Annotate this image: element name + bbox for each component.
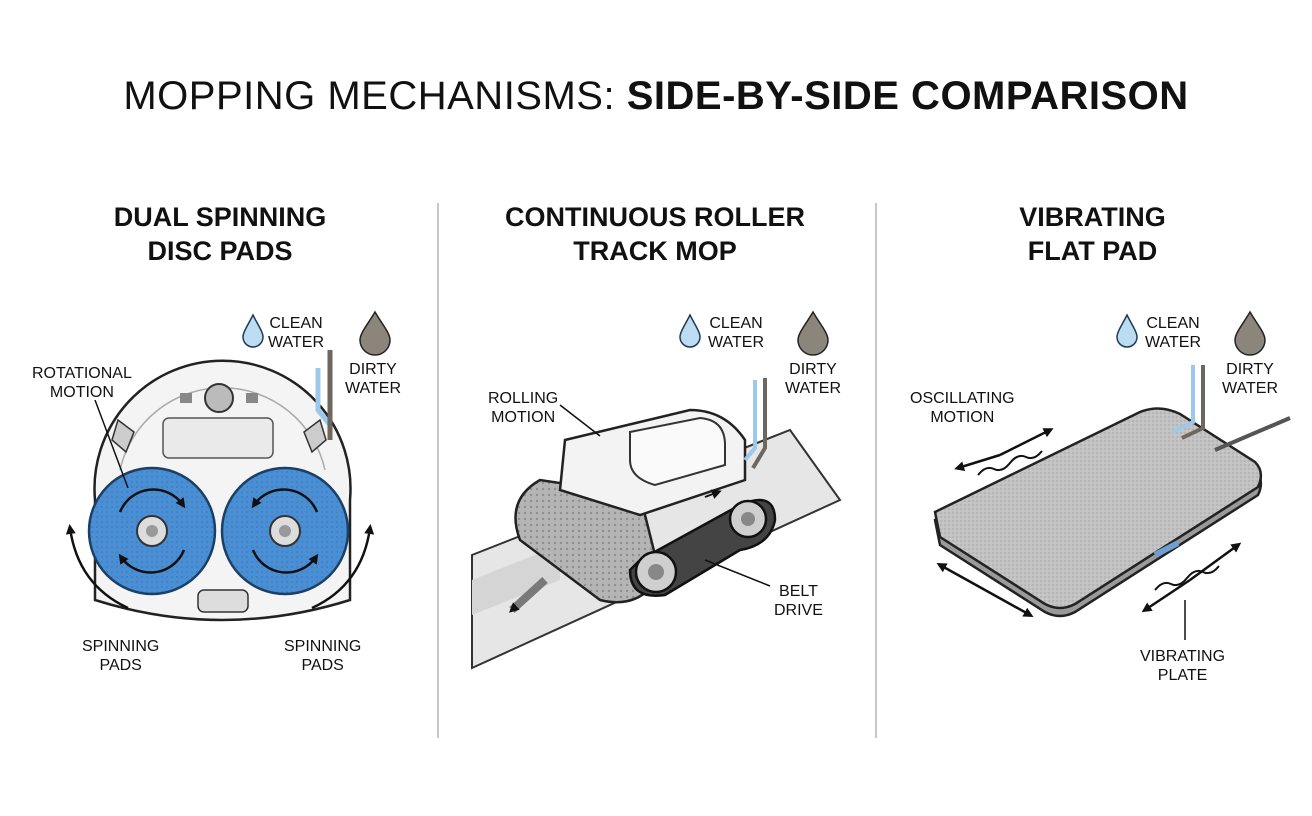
belt-drive	[628, 489, 777, 597]
spinning-pads-right-line-1: SPINNING	[284, 638, 362, 655]
dirty-water-label-1: DIRTY WATER	[345, 360, 401, 398]
clean-water-label-line-2: WATER	[1145, 334, 1201, 351]
rolling-motion-label: ROLLING MOTION	[488, 389, 558, 427]
spinning-pads-right-line-2: PADS	[301, 657, 344, 674]
vibrating-plate-label: VIBRATING PLATE	[1140, 647, 1225, 685]
panel-divider-2	[875, 203, 877, 738]
clean-water-label-1: CLEAN WATER	[268, 314, 324, 352]
panel-title-line-1: DUAL SPINNING	[113, 202, 327, 232]
spinning-pads-label-left: SPINNING PADS	[82, 637, 159, 675]
motion-leader-line	[94, 399, 129, 489]
dirty-water-label-line-2: WATER	[1222, 380, 1278, 397]
roller-mop	[514, 408, 747, 604]
dirty-drop-icon-3	[1234, 310, 1266, 356]
panel-title-dual-spinning: DUAL SPINNING DISC PADS	[80, 200, 360, 268]
rolling-leader-line	[559, 404, 601, 437]
clean-water-label-line-2: WATER	[268, 334, 324, 351]
vibrating-plate-line-2: PLATE	[1157, 667, 1208, 684]
panel-title-roller-track: CONTINUOUS ROLLER TRACK MOP	[480, 200, 830, 268]
clean-water-label-2: CLEAN WATER	[708, 314, 764, 352]
spinning-pads-label-right: SPINNING PADS	[284, 637, 361, 675]
panel-title-vibrating-pad: VIBRATING FLAT PAD	[950, 200, 1235, 268]
clean-water-label-line-2: WATER	[708, 334, 764, 351]
panel-divider-1	[437, 203, 439, 738]
rotational-motion-line-1: ROTATIONAL	[32, 365, 132, 382]
belt-leader-line	[704, 559, 771, 587]
title-part-2: SIDE-BY-SIDE COMPARISON	[626, 74, 1189, 118]
clean-water-label-line-1: CLEAN	[1146, 315, 1200, 332]
dirty-water-label-line-2: WATER	[785, 380, 841, 397]
outer-rotation-arrows	[65, 524, 375, 610]
belt-drive-line-2: DRIVE	[774, 602, 823, 619]
dirty-drop-icon-1	[359, 310, 391, 356]
clean-water-label-line-1: CLEAN	[709, 315, 763, 332]
dirty-water-label-2: DIRTY WATER	[785, 360, 841, 398]
dirty-water-label-line-1: DIRTY	[349, 361, 397, 378]
spinning-pads-left-line-2: PADS	[99, 657, 142, 674]
panel-title-line-2: DISC PADS	[147, 236, 293, 266]
dirty-water-label-line-1: DIRTY	[1226, 361, 1274, 378]
oscillating-motion-label: OSCILLATING MOTION	[910, 389, 1015, 427]
clean-drop-icon-2	[679, 313, 701, 348]
clean-water-label-line-1: CLEAN	[269, 315, 323, 332]
panel-title-line-1: VIBRATING	[1019, 202, 1166, 232]
panel-title-line-2: TRACK MOP	[573, 236, 737, 266]
spinning-pad-right	[220, 466, 350, 596]
dirty-water-label-line-1: DIRTY	[789, 361, 837, 378]
rolling-motion-line-2: MOTION	[491, 409, 556, 426]
spinning-pad-left	[87, 466, 217, 596]
title-part-1: MOPPING MECHANISMS:	[123, 74, 616, 118]
dirty-water-label-line-2: WATER	[345, 380, 401, 397]
rotational-motion-line-2: MOTION	[49, 384, 114, 401]
clean-drop-icon-1	[242, 313, 264, 348]
rolling-motion-line-1: ROLLING	[488, 390, 559, 407]
page-title: MOPPING MECHANISMS: SIDE-BY-SIDE COMPARI…	[0, 74, 1312, 119]
oscillation-arrows	[936, 428, 1242, 617]
dirty-water-label-3: DIRTY WATER	[1222, 360, 1278, 398]
panel-title-line-2: FLAT PAD	[1027, 236, 1158, 266]
belt-drive-label: BELT DRIVE	[774, 582, 823, 620]
clean-drop-icon-3	[1116, 313, 1138, 348]
water-hoses-2	[743, 378, 767, 470]
water-hoses-3	[1171, 365, 1291, 452]
clean-water-label-3: CLEAN WATER	[1145, 314, 1201, 352]
vibrating-plate-line-1: VIBRATING	[1140, 648, 1226, 665]
dirty-drop-icon-2	[797, 310, 829, 356]
flat-pad	[933, 407, 1263, 618]
belt-drive-line-1: BELT	[779, 583, 818, 600]
panel-title-line-1: CONTINUOUS ROLLER	[505, 202, 805, 232]
rotational-motion-label: ROTATIONAL MOTION	[32, 364, 132, 402]
water-hoses-1	[315, 350, 333, 440]
oscillating-motion-line-2: MOTION	[930, 409, 995, 426]
oscillating-motion-line-1: OSCILLATING	[910, 390, 1015, 407]
spinning-pads-left-line-1: SPINNING	[82, 638, 160, 655]
